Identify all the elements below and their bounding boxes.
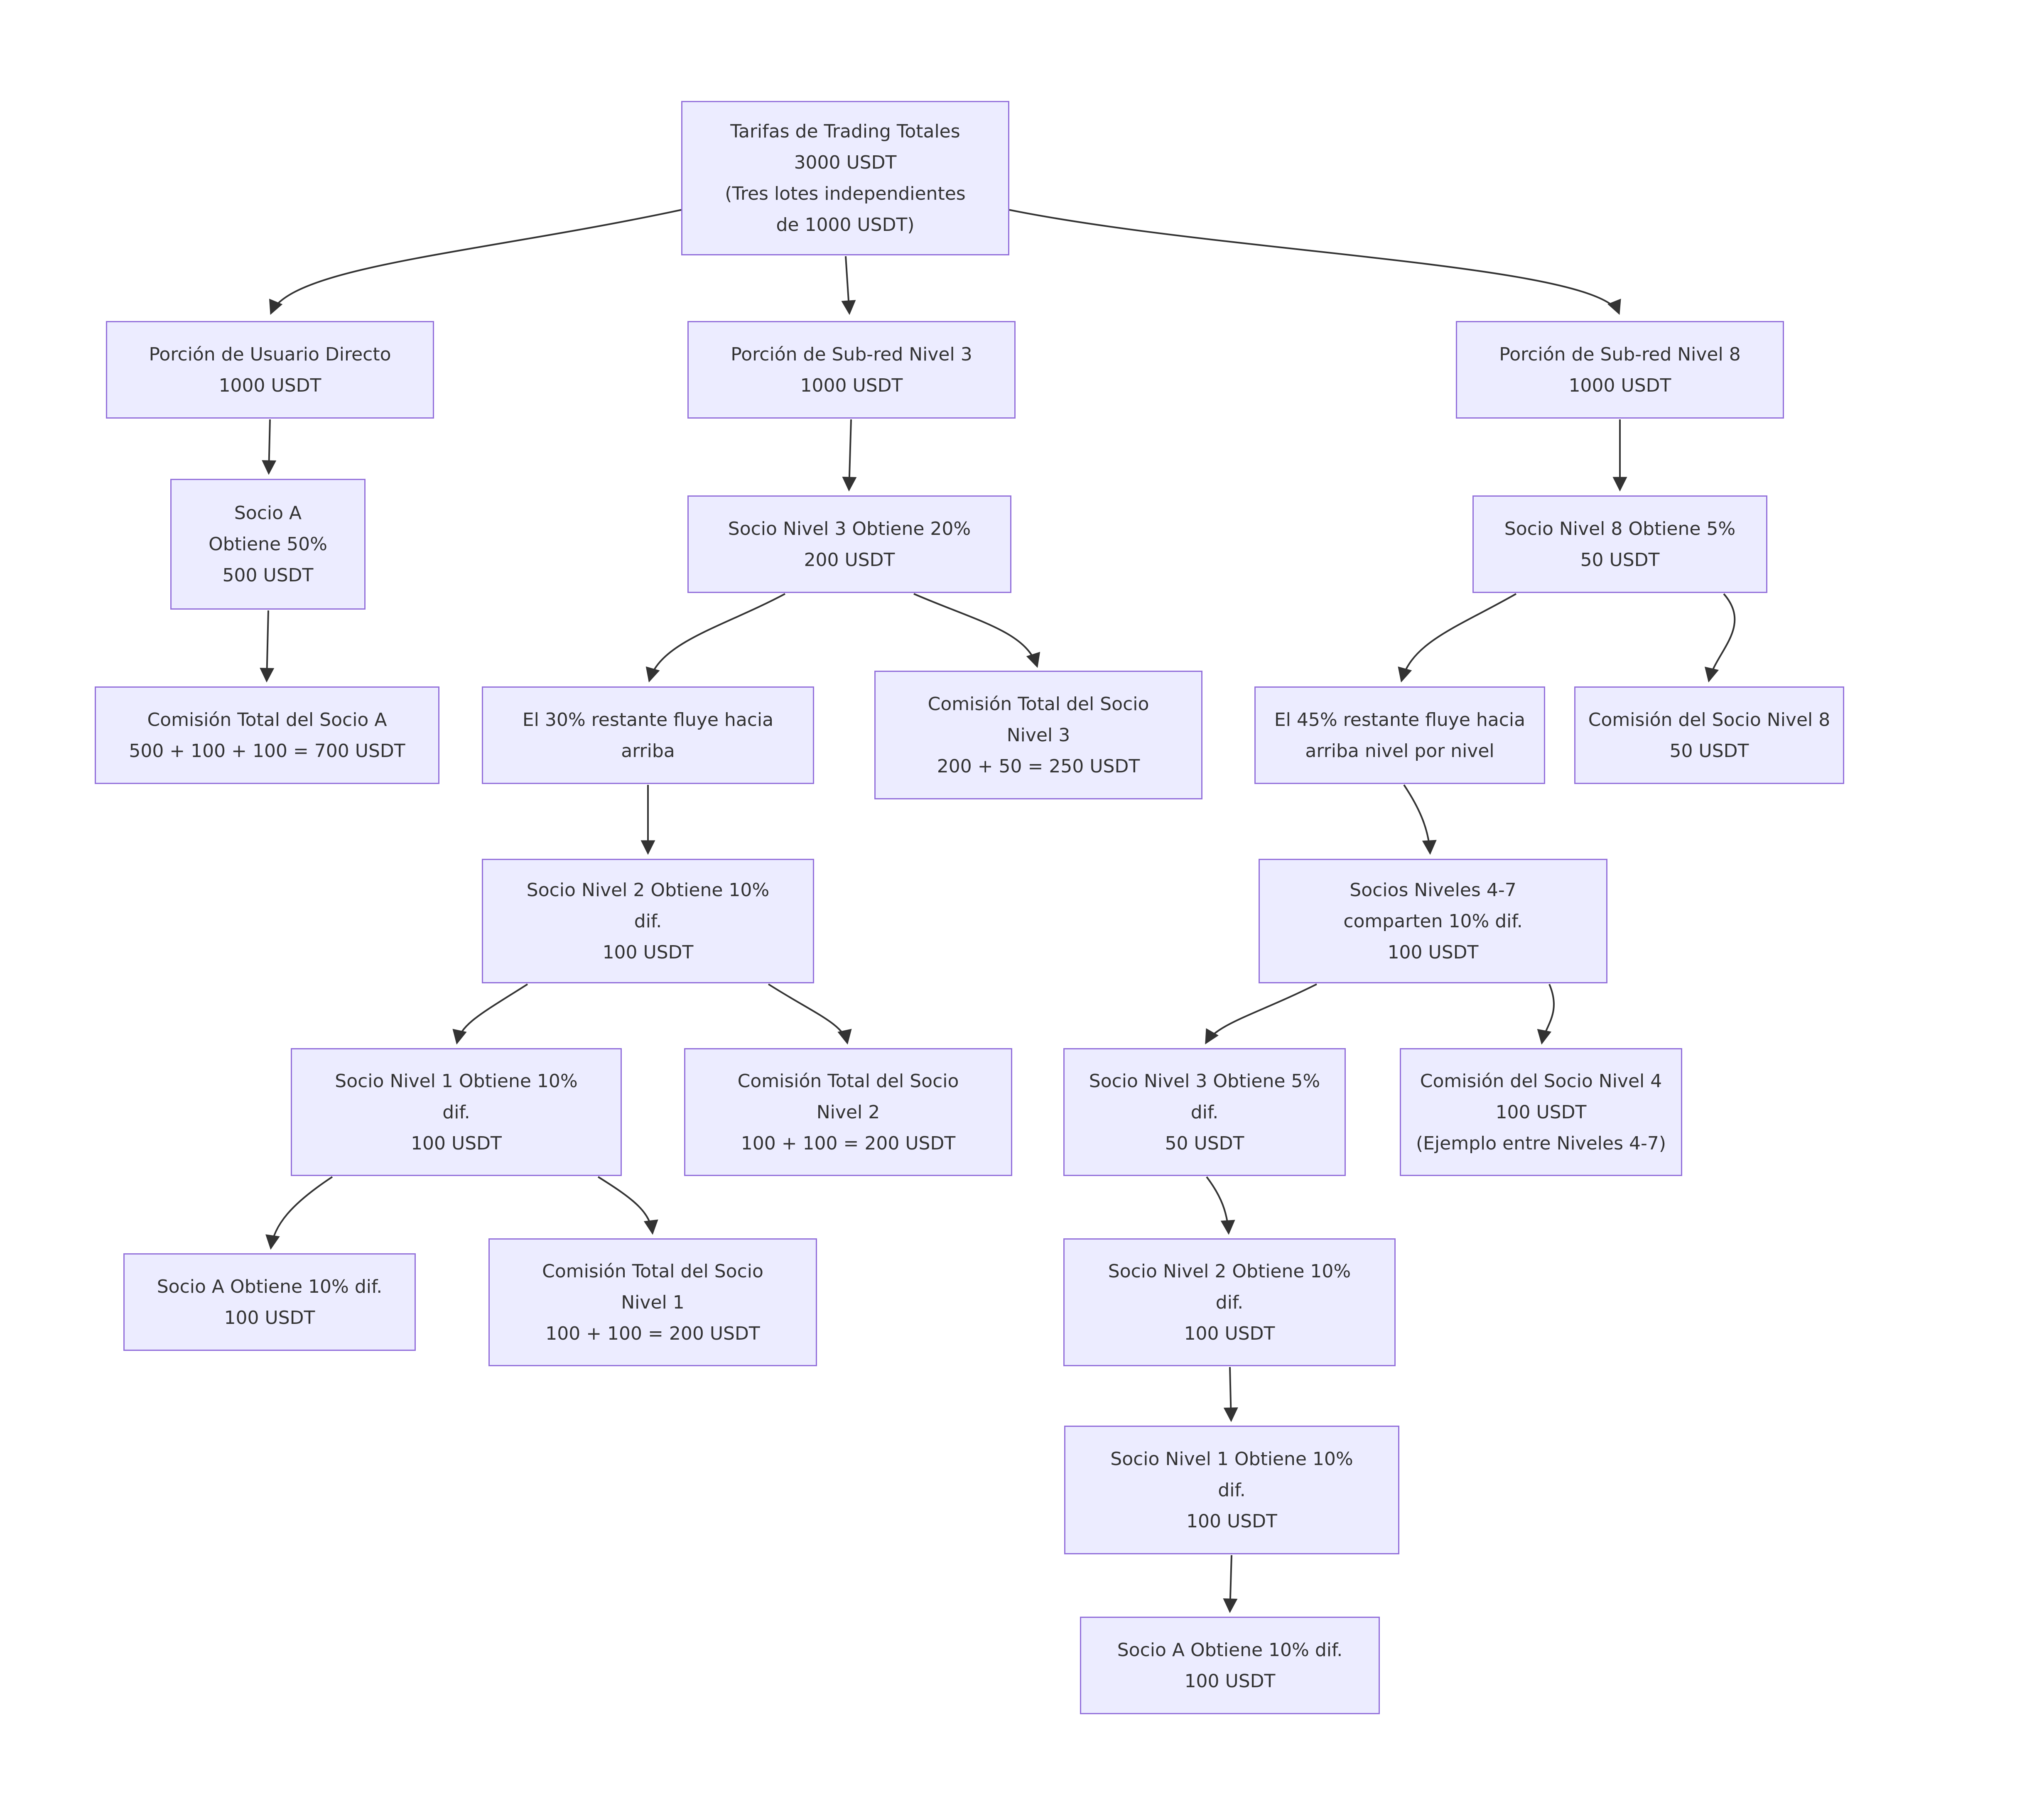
node-socio-nivel8-obtiene-5: Socio Nivel 8 Obtiene 5% 50 USDT	[1472, 495, 1767, 593]
edge-nivel3r-to-nivel2r	[1206, 1176, 1235, 1235]
node-porcion-usuario-directo: Porción de Usuario Directo 1000 USDT	[106, 321, 434, 419]
edge-nivel2m-to-nivel1m	[452, 983, 528, 1045]
edge-nivel8-to-flujo45	[1398, 593, 1516, 683]
edge-socios47-to-nivel3r	[1205, 983, 1317, 1045]
edge-nivel3-to-comision3	[913, 593, 1040, 668]
edge-root-to-subred3	[841, 256, 856, 315]
node-socio-nivel2-obtiene-10-right: Socio Nivel 2 Obtiene 10% dif. 100 USDT	[1063, 1238, 1396, 1366]
edge-root-to-subred8	[1008, 209, 1621, 315]
node-socio-a-obtiene-10-mid: Socio A Obtiene 10% dif. 100 USDT	[123, 1253, 416, 1351]
node-socio-nivel3-obtiene-5-dif: Socio Nivel 3 Obtiene 5% dif. 50 USDT	[1063, 1048, 1346, 1176]
edge-direct-to-socioa50	[262, 419, 277, 475]
node-porcion-subred-nivel3: Porción de Sub-red Nivel 3 1000 USDT	[687, 321, 1016, 419]
edge-nivel1r-to-socioar	[1223, 1555, 1238, 1613]
edge-nivel8-to-comision8	[1704, 593, 1736, 683]
node-flujo-45-restante: El 45% restante fluye hacia arriba nivel…	[1254, 686, 1545, 784]
edge-flujo45-to-socios47	[1403, 784, 1437, 855]
node-socio-nivel1-obtiene-10-mid: Socio Nivel 1 Obtiene 10% dif. 100 USDT	[291, 1048, 622, 1176]
edge-subred3-to-nivel3	[842, 419, 857, 492]
node-comision-total-socio-nivel2: Comisión Total del Socio Nivel 2 100 + 1…	[684, 1048, 1012, 1176]
node-flujo-30-restante: El 30% restante fluye hacia arriba	[482, 686, 814, 784]
edge-nivel3-to-flujo30	[645, 593, 785, 683]
node-comision-socio-nivel4: Comisión del Socio Nivel 4 100 USDT (Eje…	[1400, 1048, 1682, 1176]
node-comision-total-socio-nivel3: Comisión Total del Socio Nivel 3 200 + 5…	[874, 671, 1202, 799]
node-socio-nivel1-obtiene-10-right: Socio Nivel 1 Obtiene 10% dif. 100 USDT	[1064, 1426, 1399, 1554]
edge-nivel2r-to-nivel1r	[1223, 1367, 1238, 1422]
node-socio-a-obtiene-50: Socio A Obtiene 50% 500 USDT	[170, 479, 366, 610]
node-socio-nivel3-obtiene-20: Socio Nivel 3 Obtiene 20% 200 USDT	[687, 495, 1011, 593]
node-tarifas-trading-totales: Tarifas de Trading Totales 3000 USDT (Tr…	[681, 101, 1009, 255]
edge-root-to-direct	[269, 209, 682, 315]
node-socio-a-obtiene-10-right: Socio A Obtiene 10% dif. 100 USDT	[1080, 1617, 1380, 1714]
edge-socioa50-to-comisiona	[260, 610, 275, 683]
edge-nivel1m-to-socioam	[265, 1176, 333, 1250]
node-socio-nivel2-obtiene-10-mid: Socio Nivel 2 Obtiene 10% dif. 100 USDT	[482, 859, 814, 983]
edge-nivel1m-to-comision1	[597, 1176, 658, 1235]
node-porcion-subred-nivel8: Porción de Sub-red Nivel 8 1000 USDT	[1456, 321, 1784, 419]
node-comision-socio-nivel8: Comisión del Socio Nivel 8 50 USDT	[1574, 686, 1844, 784]
edge-socios47-to-comision4	[1537, 984, 1555, 1045]
node-socios-niveles-4-7: Socios Niveles 4-7 comparten 10% dif. 10…	[1259, 859, 1607, 983]
edge-nivel2m-to-comision2	[768, 983, 852, 1045]
node-comision-total-socio-a: Comisión Total del Socio A 500 + 100 + 1…	[95, 686, 439, 784]
node-comision-total-socio-nivel1: Comisión Total del Socio Nivel 1 100 + 1…	[488, 1238, 817, 1366]
